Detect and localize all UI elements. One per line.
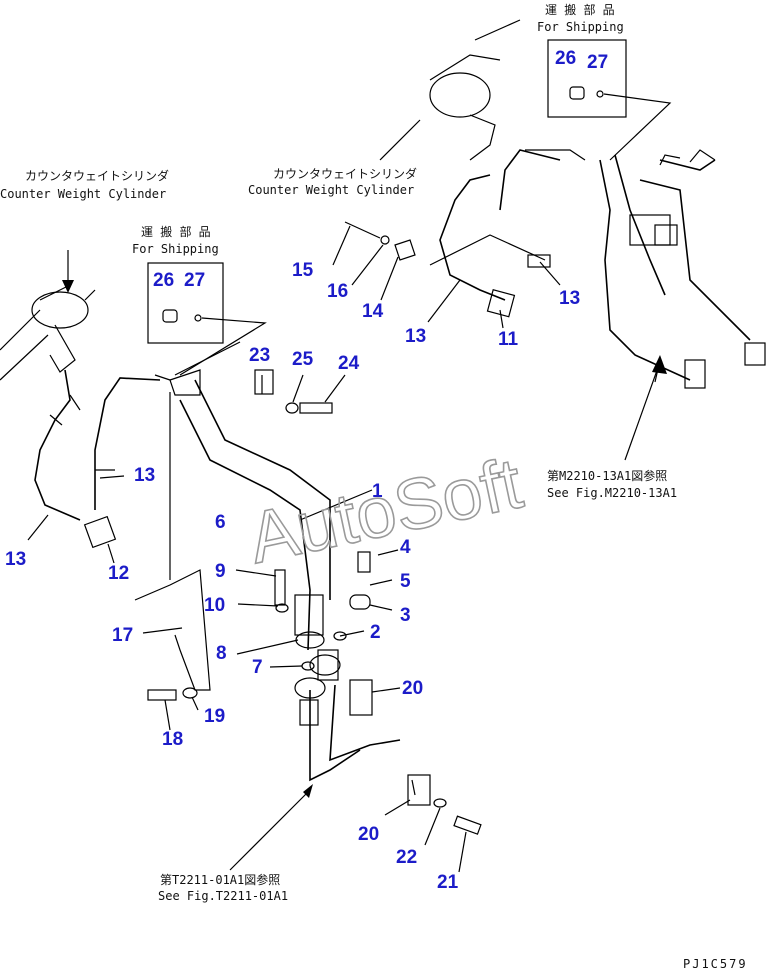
part-number-5: 5 [400, 571, 411, 592]
part-number-15: 15 [292, 260, 314, 281]
part-number-26-top: 26 [555, 48, 576, 69]
part-number-23: 23 [249, 345, 270, 366]
part-number-17: 17 [112, 625, 133, 646]
part-number-2: 2 [370, 622, 381, 643]
shipping-parts-drawing [147, 39, 672, 376]
center-pipes-drawing [134, 341, 482, 835]
part-number-9: 9 [215, 561, 226, 582]
cylinder-label-right-en: Counter Weight Cylinder [248, 183, 414, 197]
part-number-4: 4 [400, 537, 411, 558]
part-number-10: 10 [204, 595, 225, 616]
part-number-13-upper-center: 13 [405, 326, 426, 347]
part-number-19: 19 [204, 706, 225, 727]
part-number-20-upper: 20 [402, 678, 423, 699]
reference-t-jp: 第T2211-01A1図参照 [160, 872, 280, 887]
part-number-1: 1 [372, 481, 383, 502]
part-number-27-left: 27 [184, 270, 205, 291]
cylinder-label-left-jp: カウンタウェイトシリンダ [25, 168, 169, 183]
shipping-label-top-en: For Shipping [537, 20, 624, 34]
part-number-25: 25 [292, 349, 314, 370]
footer-code: PJ1C579 [683, 957, 748, 971]
part-number-13-upper-right: 13 [559, 288, 580, 309]
part-number-16: 16 [327, 281, 348, 302]
part-number-26-left: 26 [153, 270, 174, 291]
leader-lines [27, 225, 561, 873]
right-cylinder-drawing [344, 19, 586, 318]
right-pipes-drawing [599, 149, 766, 461]
reference-m-jp: 第M2210-13A1図参照 [547, 468, 667, 483]
reference-t-en: See Fig.T2211-01A1 [158, 889, 288, 903]
part-number-20-lower: 20 [358, 824, 379, 845]
left-cylinder-drawing [0, 250, 171, 549]
part-number-24: 24 [338, 353, 360, 374]
shipping-label-top-jp: 運 搬 部 品 [545, 2, 615, 17]
cylinder-label-right-jp: カウンタウェイトシリンダ [273, 166, 417, 181]
cylinder-label-left-en: Counter Weight Cylinder [0, 187, 166, 201]
part-number-7: 7 [252, 657, 263, 678]
shipping-label-left-en: For Shipping [132, 242, 219, 256]
part-number-11: 11 [498, 329, 519, 350]
part-number-21: 21 [437, 872, 459, 893]
part-number-13-left-lower: 13 [5, 549, 26, 570]
part-number-13-left-upper: 13 [134, 465, 155, 486]
watermark: AutoSoft [242, 443, 529, 579]
part-number-14: 14 [362, 301, 384, 322]
part-number-22: 22 [396, 847, 417, 868]
part-number-8: 8 [216, 643, 227, 664]
reference-m-en: See Fig.M2210-13A1 [547, 486, 677, 500]
part-number-27-top: 27 [587, 52, 608, 73]
shipping-label-left-jp: 運 搬 部 品 [141, 224, 211, 239]
part-number-6: 6 [215, 512, 226, 533]
part-number-3: 3 [400, 605, 411, 626]
part-number-12: 12 [108, 563, 129, 584]
part-number-18: 18 [162, 729, 183, 750]
